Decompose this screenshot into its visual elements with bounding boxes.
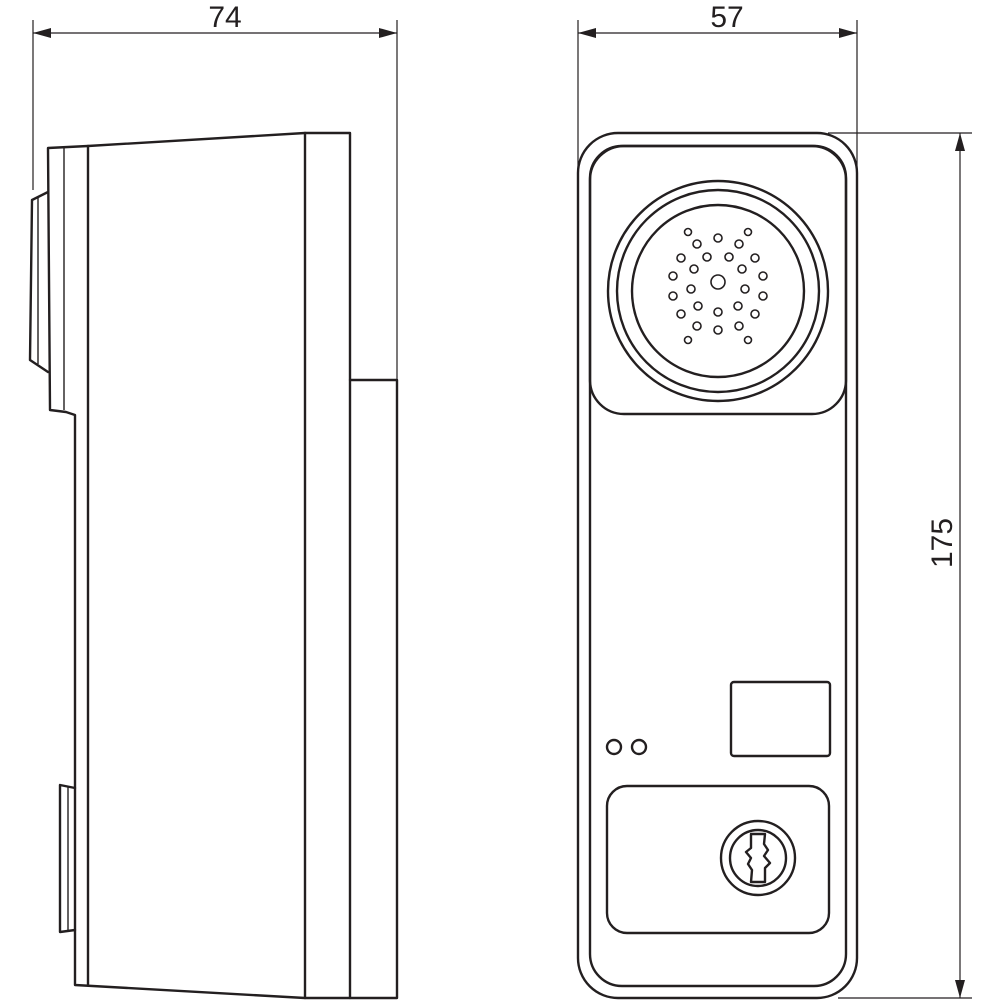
arrowhead-right — [839, 28, 857, 38]
side-depth-label: 74 — [208, 1, 241, 34]
dimension-height: 175 — [828, 132, 972, 999]
arrowhead-left — [578, 28, 596, 38]
height-label: 175 — [926, 518, 959, 568]
speaker-module — [588, 144, 848, 416]
front-width-label: 57 — [710, 1, 743, 34]
label-window — [729, 680, 832, 758]
speaker-ring-inner — [630, 203, 806, 379]
lock-panel — [605, 784, 831, 935]
dimension-front-width: 57 — [577, 1, 858, 175]
arrowhead-right — [379, 28, 397, 38]
dimension-side-depth: 74 — [32, 1, 398, 380]
speaker-ring-outer — [606, 179, 830, 403]
speaker-grille — [668, 227, 768, 345]
key-lock-icon — [719, 819, 797, 897]
side-view-speaker-protrusion — [28, 190, 50, 374]
arrowhead-bottom — [955, 980, 965, 998]
speaker-ring-middle — [615, 188, 821, 394]
front-view — [576, 131, 859, 1000]
front-view-outer-housing — [576, 131, 859, 1000]
front-view-inner-face — [588, 144, 848, 988]
side-view-body — [46, 131, 352, 1000]
arrowhead-top — [955, 133, 965, 151]
side-view-mount-plate — [348, 378, 399, 1000]
arrowhead-left — [33, 28, 51, 38]
indicator-led-left — [605, 738, 623, 756]
indicator-led-right — [630, 738, 648, 756]
side-view — [28, 131, 399, 1000]
